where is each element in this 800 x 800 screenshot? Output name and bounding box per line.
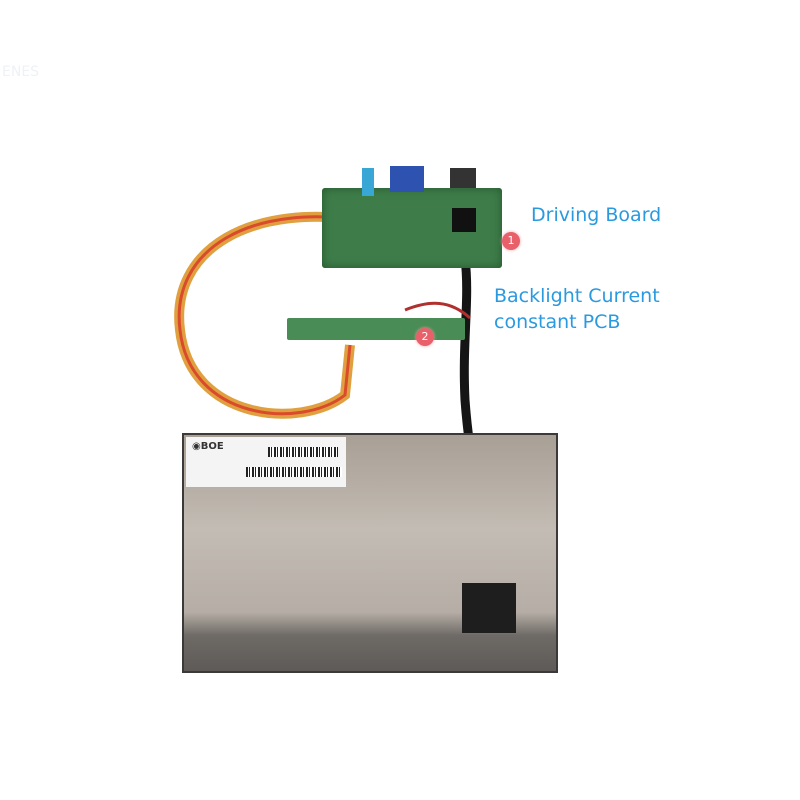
panel-connector (462, 583, 516, 633)
backlight-pcb (287, 318, 465, 340)
backlight-wire (404, 301, 472, 320)
watermark: ENES (2, 64, 40, 80)
chip (452, 208, 476, 232)
hdmi-port (450, 168, 476, 188)
panel-label: ◉BOE (186, 437, 346, 487)
boe-logo: ◉BOE (192, 441, 224, 452)
marker-2: 2 (416, 328, 434, 346)
callout-backlight-line1: Backlight Current (494, 285, 660, 307)
vga-port (390, 166, 424, 192)
callout-driving-board: Driving Board (531, 204, 662, 226)
barcode (246, 467, 342, 477)
audio-jack (362, 168, 374, 196)
driving-board (322, 166, 502, 268)
marker-1: 1 (502, 232, 520, 250)
barcode (268, 447, 338, 457)
callout-backlight-line2: constant PCB (494, 311, 621, 333)
power-cable-wire (177, 215, 373, 416)
